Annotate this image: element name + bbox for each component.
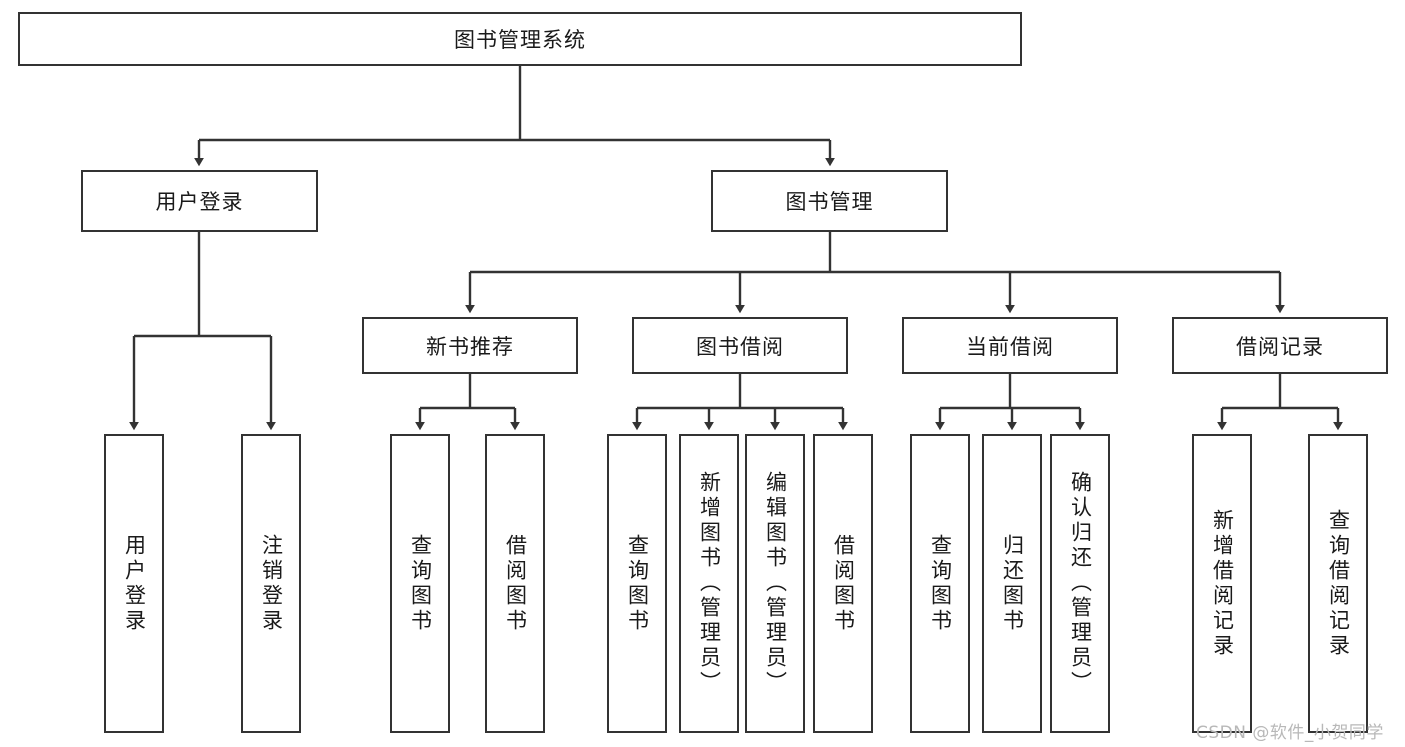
node-leaf-edit-book-label: 编辑图书（管理员） bbox=[763, 471, 788, 696]
node-leaf-confirm-return[interactable]: 确认归还（管理员） bbox=[1050, 434, 1110, 733]
node-leaf-query-book-current-label: 查询图书 bbox=[928, 533, 953, 634]
node-current-borrow[interactable]: 当前借阅 bbox=[902, 317, 1118, 374]
node-book-borrow[interactable]: 图书借阅 bbox=[632, 317, 848, 374]
node-leaf-add-book-label: 新增图书（管理员） bbox=[697, 471, 722, 696]
node-leaf-borrow-book-recommend[interactable]: 借阅图书 bbox=[485, 434, 545, 733]
node-root-label: 图书管理系统 bbox=[454, 28, 586, 52]
node-leaf-logout-label: 注销登录 bbox=[259, 533, 284, 634]
node-current-borrow-label: 当前借阅 bbox=[966, 334, 1054, 359]
node-leaf-query-book-borrow[interactable]: 查询图书 bbox=[607, 434, 667, 733]
node-book-borrow-label: 图书借阅 bbox=[696, 334, 784, 359]
node-leaf-user-login[interactable]: 用户登录 bbox=[104, 434, 164, 733]
node-leaf-borrow-book-label: 借阅图书 bbox=[831, 533, 856, 634]
node-leaf-query-book-recommend[interactable]: 查询图书 bbox=[390, 434, 450, 733]
node-book-manage[interactable]: 图书管理 bbox=[711, 170, 948, 232]
node-leaf-confirm-return-label: 确认归还（管理员） bbox=[1068, 471, 1093, 696]
node-leaf-query-borrow-record-label: 查询借阅记录 bbox=[1326, 508, 1351, 659]
node-new-book-recommend[interactable]: 新书推荐 bbox=[362, 317, 578, 374]
node-leaf-add-book[interactable]: 新增图书（管理员） bbox=[679, 434, 739, 733]
node-borrow-record-label: 借阅记录 bbox=[1236, 334, 1324, 359]
connector-edges bbox=[129, 66, 1343, 431]
node-leaf-borrow-book-recommend-label: 借阅图书 bbox=[503, 533, 528, 634]
node-book-manage-label: 图书管理 bbox=[785, 190, 874, 214]
node-leaf-logout[interactable]: 注销登录 bbox=[241, 434, 301, 733]
node-leaf-query-borrow-record[interactable]: 查询借阅记录 bbox=[1308, 434, 1368, 733]
node-leaf-return-book-label: 归还图书 bbox=[1000, 533, 1025, 634]
node-leaf-add-borrow-record[interactable]: 新增借阅记录 bbox=[1192, 434, 1252, 733]
node-leaf-query-book-borrow-label: 查询图书 bbox=[625, 533, 650, 634]
node-leaf-query-book-current[interactable]: 查询图书 bbox=[910, 434, 970, 733]
node-new-book-recommend-label: 新书推荐 bbox=[426, 334, 514, 359]
node-root[interactable]: 图书管理系统 bbox=[18, 12, 1022, 66]
node-borrow-record[interactable]: 借阅记录 bbox=[1172, 317, 1388, 374]
node-leaf-return-book[interactable]: 归还图书 bbox=[982, 434, 1042, 733]
node-leaf-user-login-label: 用户登录 bbox=[122, 533, 147, 634]
node-leaf-edit-book[interactable]: 编辑图书（管理员） bbox=[745, 434, 805, 733]
node-user-login[interactable]: 用户登录 bbox=[81, 170, 318, 232]
node-leaf-borrow-book[interactable]: 借阅图书 bbox=[813, 434, 873, 733]
node-user-login-label: 用户登录 bbox=[155, 190, 244, 214]
node-leaf-query-book-recommend-label: 查询图书 bbox=[408, 533, 433, 634]
csdn-watermark: CSDN @软件_小贺同学 bbox=[1196, 723, 1384, 743]
node-leaf-add-borrow-record-label: 新增借阅记录 bbox=[1210, 508, 1235, 659]
